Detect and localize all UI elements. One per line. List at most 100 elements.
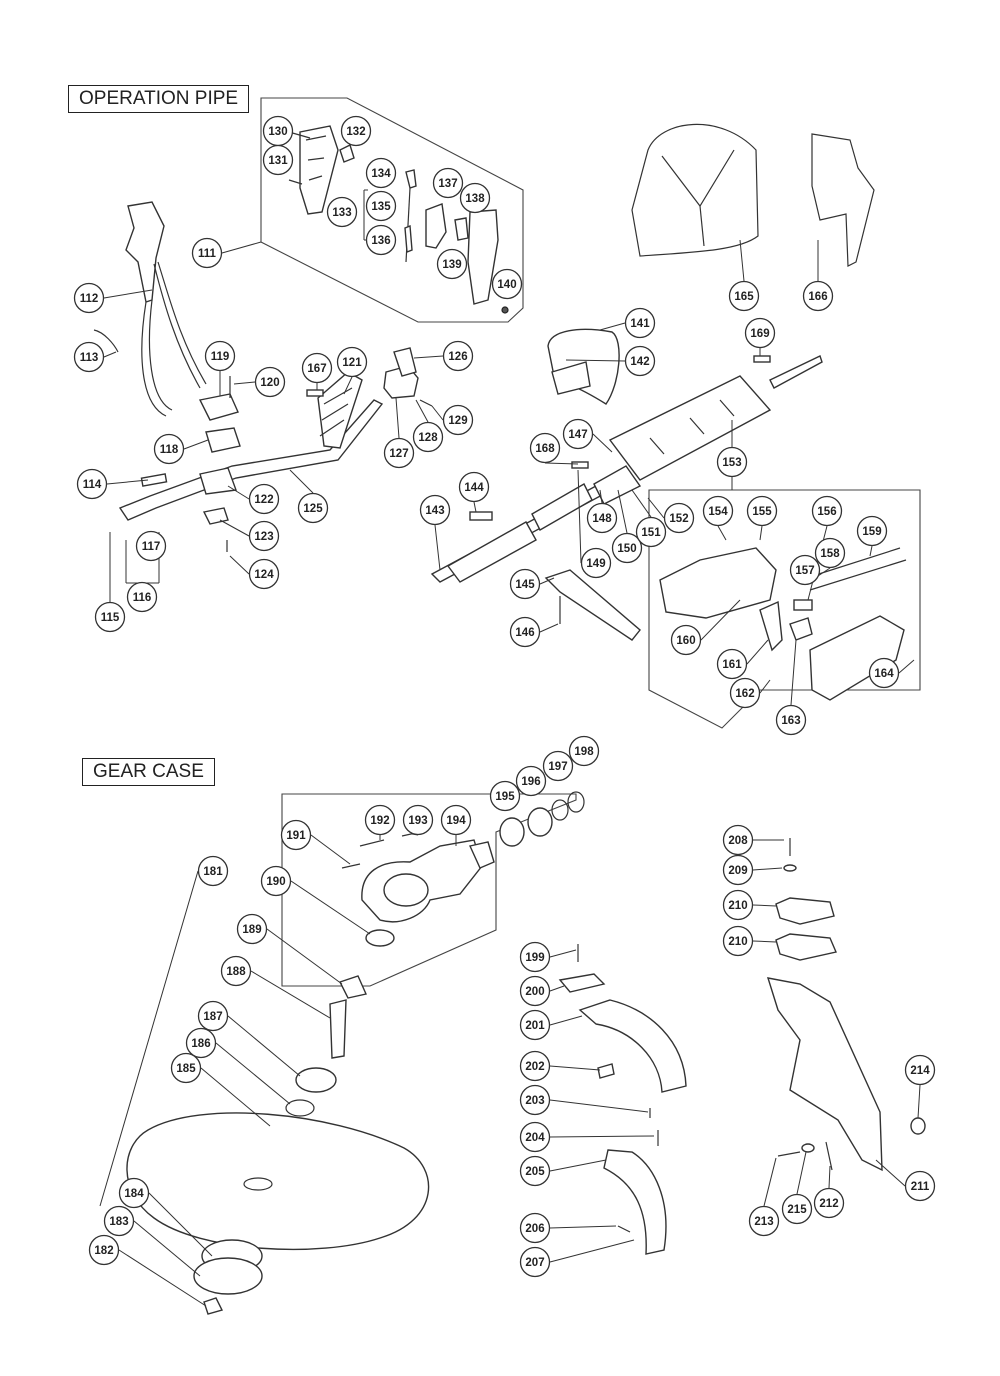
callout-131: 131 [262,144,294,176]
callout-circle [624,307,656,339]
callout-circle [519,1246,551,1278]
callout-number: 121 [342,357,362,369]
callout-circle [73,282,105,314]
callout-number: 207 [525,1257,544,1269]
callout-115: 115 [94,601,126,633]
callout-circle [365,157,397,189]
main-pipe-assembly [430,328,823,641]
callout-number: 162 [735,688,754,700]
callout-number: 119 [211,351,230,363]
callout-circle [135,530,167,562]
callout-number: 112 [80,293,99,305]
callout-circle [722,925,754,957]
callout-213: 213 [748,1205,780,1237]
callout-206: 206 [519,1212,551,1244]
callout-154: 154 [702,495,734,527]
callout-number: 143 [425,505,444,517]
callout-135: 135 [365,190,397,222]
callout-number: 188 [226,966,246,978]
callout-circle [458,471,490,503]
callout-circle [562,418,594,450]
callout-148: 148 [586,502,618,534]
handle-grip-and-cable [93,201,207,417]
callout-150: 150 [611,532,643,564]
callout-144: 144 [458,471,490,503]
callout-circle [519,1084,551,1116]
callout-196: 196 [515,765,547,797]
callout-number: 120 [260,377,279,389]
callout-214: 214 [904,1054,936,1086]
callout-circle [670,624,702,656]
callout-130: 130 [262,115,294,147]
callout-circle [814,537,846,569]
callout-number: 127 [389,448,408,460]
callout-circle [746,495,778,527]
callout-circle [365,224,397,256]
callout-circle [789,554,821,586]
callout-143: 143 [419,494,451,526]
callout-number: 125 [303,503,323,515]
callout-circle [383,437,415,469]
callout-circle [868,657,900,689]
callout-number: 122 [254,494,273,506]
callout-circle [365,190,397,222]
callout-number: 193 [408,815,427,827]
callout-number: 181 [203,866,223,878]
callout-145: 145 [509,568,541,600]
callout-125: 125 [297,492,329,524]
callout-194: 194 [440,804,472,836]
callout-number: 184 [124,1188,144,1200]
callout-192: 192 [364,804,396,836]
callout-128: 128 [412,421,444,453]
callout-205: 205 [519,1155,551,1187]
callout-210b: 210 [722,925,754,957]
callout-151: 151 [635,516,667,548]
callout-number: 141 [630,318,650,330]
callout-circle [432,167,464,199]
callout-number: 158 [820,548,840,560]
callout-112: 112 [73,282,105,314]
callout-number: 202 [525,1061,544,1073]
callout-203: 203 [519,1084,551,1116]
callout-circle [170,1052,202,1084]
callout-circle [748,1205,780,1237]
callout-circle [402,804,434,836]
callout-137: 137 [432,167,464,199]
callout-circle [519,1155,551,1187]
callout-208: 208 [722,824,754,856]
callout-210a: 210 [722,889,754,921]
callout-circle [197,1000,229,1032]
callout-circle [297,492,329,524]
callout-circle [519,1050,551,1082]
callout-183: 183 [103,1205,135,1237]
callout-124: 124 [248,558,280,590]
callout-167: 167 [301,352,333,384]
callout-number: 192 [370,815,389,827]
callout-circle [716,446,748,478]
callout-207: 207 [519,1246,551,1278]
callout-149: 149 [580,547,612,579]
callout-number: 124 [254,569,274,581]
callout-number: 135 [371,201,391,213]
callout-166: 166 [802,280,834,312]
callout-number: 146 [515,627,534,639]
callout-number: 182 [94,1245,113,1257]
callout-number: 160 [676,635,695,647]
callout-circle [73,341,105,373]
callout-160: 160 [670,624,702,656]
callout-number: 189 [242,924,261,936]
callout-circle [436,248,468,280]
callout-circle [568,735,600,767]
callout-circle [185,1027,217,1059]
callout-number: 206 [525,1223,544,1235]
callout-number: 209 [728,865,747,877]
callout-181: 181 [197,855,229,887]
callout-number: 203 [525,1095,544,1107]
callout-number: 195 [495,791,515,803]
callout-number: 163 [781,715,800,727]
callout-152: 152 [663,502,695,534]
callout-119: 119 [204,340,236,372]
callout-number: 208 [728,835,748,847]
callout-circle [197,855,229,887]
